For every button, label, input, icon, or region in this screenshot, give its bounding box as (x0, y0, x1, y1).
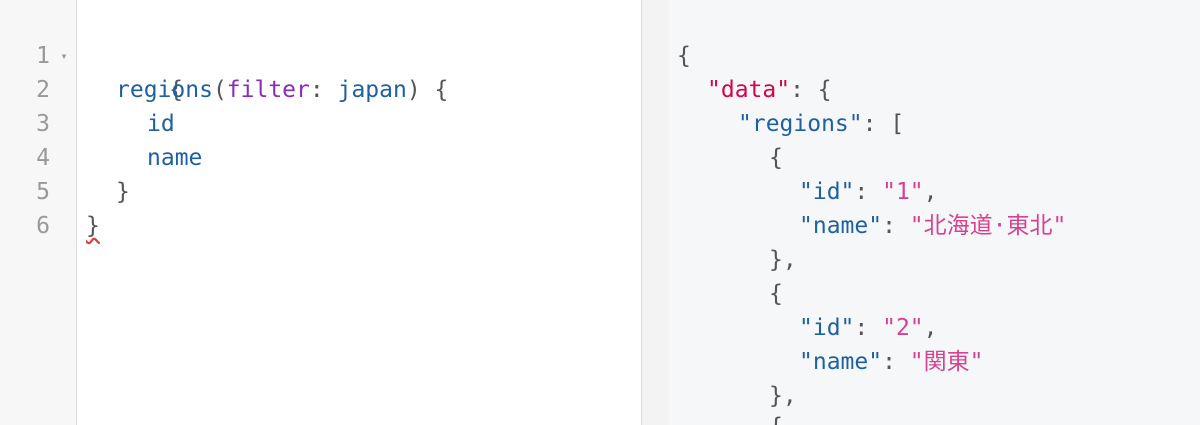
line-number-gutter: 1 ▾ 2 3 4 5 6 (0, 0, 77, 425)
id-separator: : (854, 179, 883, 205)
id-value: "1" (882, 179, 924, 205)
result-line: "regions": [ (677, 107, 904, 141)
name-value: "北海道·東北" (909, 213, 1067, 239)
argument-name: filter (226, 77, 310, 103)
inner-close-brace: } (116, 179, 130, 205)
name-key: "name" (799, 213, 883, 239)
result-line: "id": "2", (677, 311, 938, 345)
name-separator: : (882, 213, 910, 239)
result-line: "id": "1", (677, 175, 938, 209)
id-separator: : (854, 315, 883, 341)
line-number: 3 (36, 111, 50, 137)
line-number: 6 (36, 213, 50, 239)
result-line: { (677, 39, 691, 73)
result-line: { (677, 141, 783, 175)
regions-separator: : [ (862, 111, 905, 137)
pane-resize-handle[interactable] (641, 0, 669, 425)
code-line: name (86, 141, 202, 175)
data-separator: : { (790, 77, 832, 103)
item-open-brace: { (769, 414, 783, 425)
line-number: 1 (36, 43, 50, 69)
field-id: id (147, 111, 175, 137)
result-line: "data": { (677, 73, 832, 107)
result-viewer: ▾ ▾ ▾ { "data": { "regions": [ { "id": "… (669, 0, 1200, 425)
outer-close-brace: } (86, 213, 100, 239)
code-line: } (86, 209, 100, 243)
code-line: } (86, 175, 130, 209)
result-line: "name": "北海道·東北" (677, 209, 1066, 243)
result-line: "name": "関東" (677, 345, 984, 379)
line-number: 4 (36, 145, 50, 171)
code-line: id (86, 107, 175, 141)
argument-value: japan (337, 77, 407, 103)
comma: , (923, 315, 938, 341)
item-close-brace: }, (769, 247, 797, 273)
paren-close-brace: ) { (406, 77, 449, 103)
code-line: regions(filter: japan) { (86, 73, 448, 107)
item-open-brace: { (769, 145, 783, 171)
item-open-brace: { (769, 281, 783, 307)
result-line: { (677, 410, 783, 425)
line-number: 2 (36, 77, 50, 103)
data-key: "data" (707, 77, 791, 103)
result-line: }, (677, 379, 797, 413)
fold-toggle-icon[interactable]: ▾ (60, 49, 68, 63)
colon: : (309, 77, 338, 103)
id-value: "2" (882, 315, 924, 341)
open-brace: { (169, 77, 183, 103)
comma: , (923, 179, 938, 205)
name-separator: : (882, 349, 910, 375)
field-regions: regions (116, 77, 213, 103)
field-name: name (147, 145, 203, 171)
item-close-brace: }, (769, 383, 797, 409)
name-key: "name" (799, 349, 883, 375)
id-key: "id" (799, 179, 855, 205)
name-value: "関東" (909, 349, 984, 375)
paren-open: ( (212, 77, 227, 103)
query-editor[interactable]: 1 ▾ 2 3 4 5 6 { regions(filter: japan) {… (0, 0, 641, 425)
code-line: { (86, 39, 183, 103)
id-key: "id" (799, 315, 855, 341)
line-number: 5 (36, 179, 50, 205)
open-brace: { (677, 43, 691, 69)
regions-key: "regions" (738, 111, 863, 137)
result-line: { (677, 277, 783, 311)
result-line: }, (677, 243, 797, 277)
